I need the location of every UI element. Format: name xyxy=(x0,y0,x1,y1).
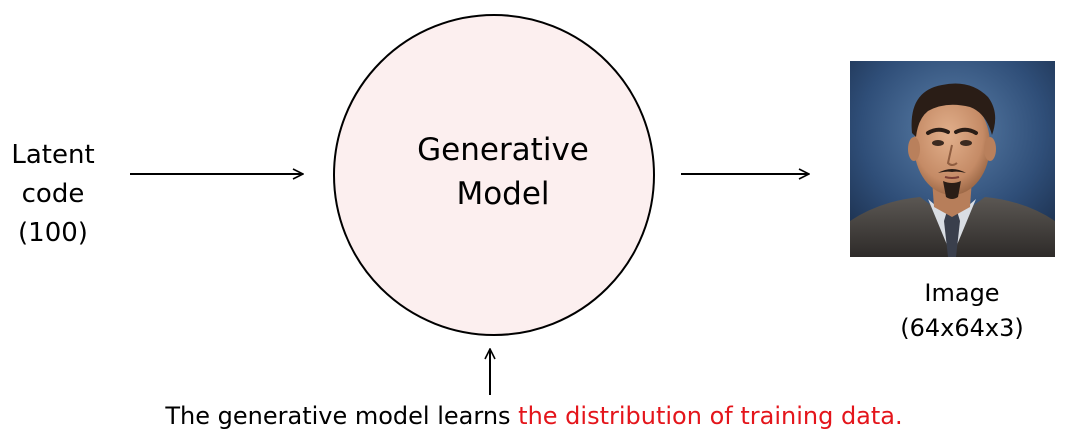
generative-model-circle xyxy=(333,14,655,336)
latent-line-2: code xyxy=(21,179,85,209)
model-line-2: Model xyxy=(456,176,550,212)
image-line-1: Image xyxy=(924,279,1000,307)
model-line-1: Generative xyxy=(417,132,589,168)
caption-plain: The generative model learns xyxy=(165,402,519,430)
generative-model-label: Generative Model xyxy=(393,128,613,216)
training-caption: The generative model learns the distribu… xyxy=(0,399,1068,433)
latent-code-label: Latent code (100) xyxy=(0,136,106,253)
caption-highlight: the distribution of training data. xyxy=(518,402,903,430)
image-line-2: (64x64x3) xyxy=(900,314,1024,342)
image-label: Image (64x64x3) xyxy=(880,276,1044,346)
latent-line-3: (100) xyxy=(18,218,88,248)
latent-line-1: Latent xyxy=(11,140,95,170)
portrait-photo xyxy=(850,61,1055,257)
